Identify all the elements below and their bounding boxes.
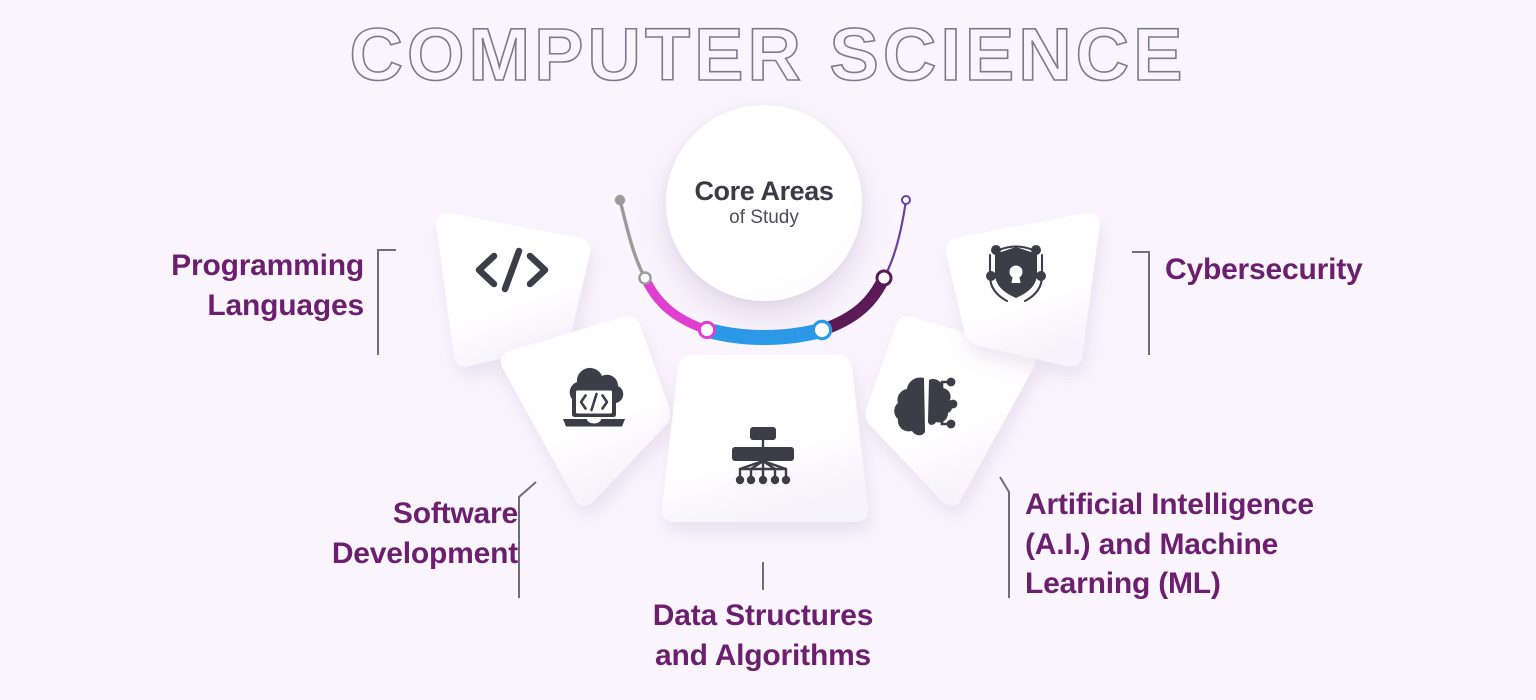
arc-segment-blue	[699, 322, 830, 345]
connector-ai-ml	[999, 476, 1010, 598]
label-cybersecurity[interactable]: Cybersecurity	[1165, 253, 1363, 286]
arc-node-purple-violet	[875, 269, 893, 287]
label-data-structures-algorithms[interactable]: Data Structures and Algorithms	[652, 599, 874, 672]
brain-circuit-icon	[894, 377, 958, 436]
label-artificial-intelligence-machine-learning[interactable]: Artificial Intelligence (A.I.) and Machi…	[1025, 488, 1314, 601]
page-title: COMPUTER SCIENCE	[349, 13, 1187, 96]
center-hub: Core Areas of Study	[666, 105, 862, 301]
connector-software-development	[518, 481, 537, 598]
code-brackets-icon	[475, 247, 549, 293]
arc-node-gray-magenta	[638, 271, 652, 285]
arc-node-violet-endpoint	[901, 195, 911, 205]
arc-segment-magenta	[640, 273, 712, 335]
arc-node-magenta-blue	[697, 320, 717, 340]
hub-subtitle: of Study	[729, 207, 799, 229]
cloud-laptop-code-icon	[563, 367, 625, 427]
arc-segment-gray	[618, 198, 647, 280]
label-software-development[interactable]: Software Development	[331, 497, 518, 570]
arc-node-gray-endpoint	[614, 194, 626, 206]
hierarchy-tree-icon	[732, 427, 794, 485]
label-programming-languages[interactable]: Programming Languages	[171, 249, 364, 322]
connector-programming-languages	[377, 249, 396, 355]
hub-title: Core Areas	[694, 175, 834, 206]
arc-node-blue-purple	[811, 319, 833, 341]
connector-cybersecurity	[1132, 251, 1150, 355]
shield-lock-network-icon	[986, 245, 1046, 303]
